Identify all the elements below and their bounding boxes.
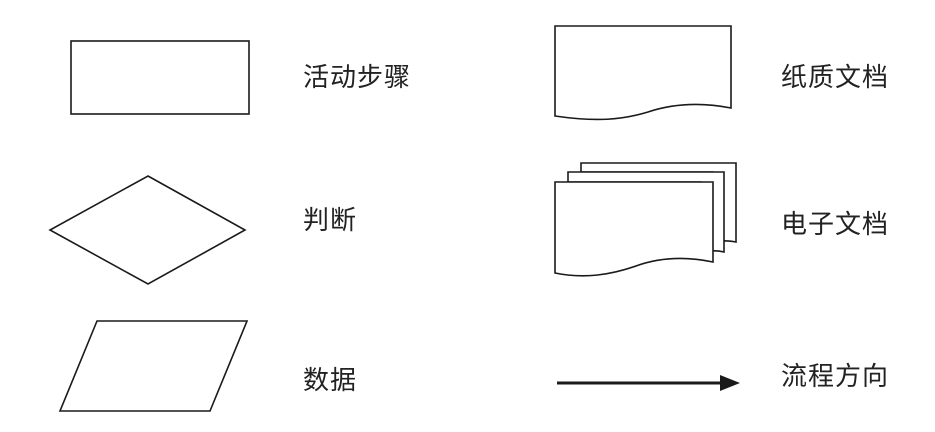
data-label: 数据 bbox=[303, 366, 358, 396]
data-symbol bbox=[58, 320, 249, 412]
paper-document-label: 纸质文档 bbox=[781, 63, 890, 93]
flow-direction-label: 流程方向 bbox=[781, 362, 890, 392]
electronic-document-label: 电子文档 bbox=[781, 210, 890, 240]
decision-label: 判断 bbox=[303, 206, 358, 236]
electronic-document-symbol bbox=[554, 162, 737, 277]
paper-document-symbol bbox=[554, 25, 732, 121]
activity-step-label: 活动步骤 bbox=[303, 63, 412, 93]
flow-direction-arrow-icon bbox=[557, 375, 740, 391]
document-layer-front bbox=[554, 181, 714, 277]
activity-step-symbol bbox=[70, 40, 250, 115]
decision-symbol bbox=[48, 175, 247, 285]
